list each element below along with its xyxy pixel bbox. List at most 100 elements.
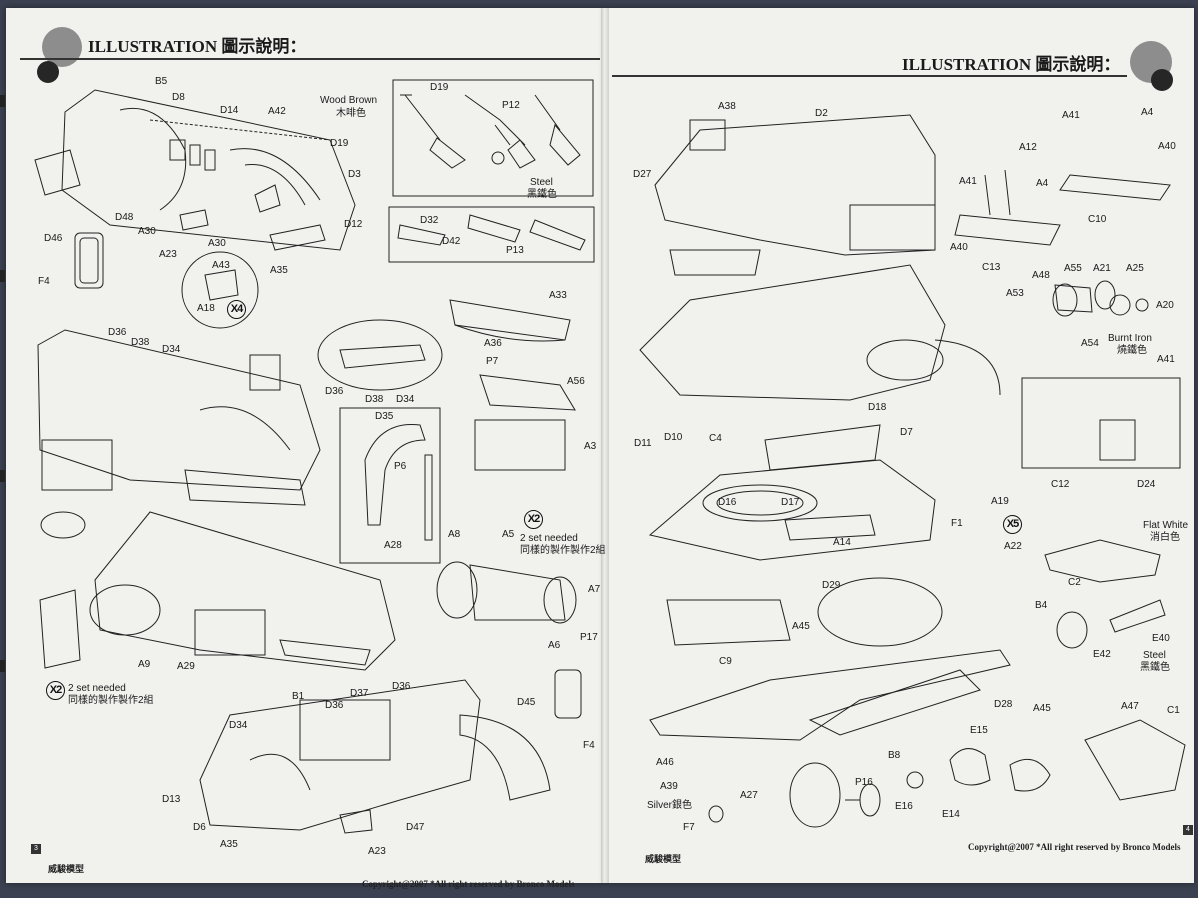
multiplier-badge: X2 bbox=[46, 681, 65, 700]
part-label: A53 bbox=[1006, 288, 1024, 299]
part-label: D34 bbox=[229, 720, 248, 731]
multiplier-badge: X5 bbox=[1003, 515, 1022, 534]
part-label: A42 bbox=[268, 106, 286, 117]
part-label: F7 bbox=[683, 822, 695, 833]
part-label: D3 bbox=[348, 169, 361, 180]
part-label: D29 bbox=[822, 580, 841, 591]
part-label: A36 bbox=[484, 338, 502, 349]
part-label: A30 bbox=[138, 226, 156, 237]
color-note: Burnt Iron bbox=[1108, 333, 1152, 344]
left-page-number: 3 bbox=[31, 844, 41, 854]
part-label: A12 bbox=[1019, 142, 1037, 153]
assembly-note: 同樣的製作製作2組 bbox=[520, 545, 606, 556]
header-circle-icon bbox=[42, 27, 82, 67]
part-label: D38 bbox=[131, 337, 150, 348]
part-label: P16 bbox=[855, 777, 873, 788]
part-label: D36 bbox=[325, 386, 344, 397]
part-label: A20 bbox=[1156, 300, 1174, 311]
part-label: D12 bbox=[344, 219, 363, 230]
part-label: A22 bbox=[1004, 541, 1022, 552]
part-label: C4 bbox=[709, 433, 722, 444]
part-label: A33 bbox=[549, 290, 567, 301]
part-label: D24 bbox=[1137, 479, 1156, 490]
assembly-note: 2 set needed bbox=[68, 683, 126, 694]
part-label: D13 bbox=[162, 794, 181, 805]
part-label: A39 bbox=[660, 781, 678, 792]
part-label: D27 bbox=[633, 169, 652, 180]
part-label: C13 bbox=[982, 262, 1001, 273]
part-label: D37 bbox=[350, 688, 369, 699]
part-label: B1 bbox=[292, 691, 305, 702]
part-label: A41 bbox=[1157, 354, 1175, 365]
part-label: C2 bbox=[1068, 577, 1081, 588]
part-label: D36 bbox=[325, 700, 344, 711]
part-label: A3 bbox=[584, 441, 597, 452]
part-label: A43 bbox=[212, 260, 230, 271]
part-label: P6 bbox=[394, 461, 407, 472]
part-label: A4 bbox=[1036, 178, 1049, 189]
assembly-note: 同樣的製作製作2組 bbox=[68, 695, 154, 706]
part-label: A45 bbox=[1033, 703, 1051, 714]
part-label: A56 bbox=[567, 376, 585, 387]
part-label: E14 bbox=[942, 809, 960, 820]
right-copyright: Copyright@2007 *All right reserved by Br… bbox=[968, 842, 1181, 852]
part-label: D11 bbox=[634, 438, 652, 449]
part-label: D8 bbox=[172, 92, 185, 103]
color-note: Silver銀色 bbox=[647, 800, 693, 811]
part-label: E15 bbox=[970, 725, 988, 736]
part-label: A41 bbox=[1062, 110, 1080, 121]
part-label: F4 bbox=[38, 276, 50, 287]
part-label: E16 bbox=[895, 801, 913, 812]
part-label: E42 bbox=[1093, 649, 1111, 660]
part-label: A28 bbox=[384, 540, 402, 551]
part-label: A27 bbox=[740, 790, 758, 801]
part-label: A41 bbox=[959, 176, 977, 187]
instruction-page-right bbox=[605, 8, 1194, 883]
right-page-number: 4 bbox=[1183, 825, 1193, 835]
part-label: D34 bbox=[162, 344, 181, 355]
part-label: A19 bbox=[991, 496, 1009, 507]
part-label: C10 bbox=[1088, 214, 1107, 225]
part-label: A4 bbox=[1141, 107, 1154, 118]
part-label: A7 bbox=[588, 584, 601, 595]
part-label: F4 bbox=[583, 740, 595, 751]
part-label: A35 bbox=[270, 265, 288, 276]
part-label: D36 bbox=[108, 327, 127, 338]
part-label: E40 bbox=[1152, 633, 1170, 644]
color-note: Flat White bbox=[1143, 520, 1189, 531]
part-label: A55 bbox=[1064, 263, 1082, 274]
part-label: A47 bbox=[1121, 701, 1139, 712]
color-note: 消白色 bbox=[1150, 532, 1180, 543]
part-label: A8 bbox=[448, 529, 461, 540]
part-label: P13 bbox=[506, 245, 524, 256]
part-label: A38 bbox=[718, 101, 736, 112]
part-label: D34 bbox=[396, 394, 415, 405]
part-label: B4 bbox=[1035, 600, 1048, 611]
part-label: B5 bbox=[155, 76, 168, 87]
part-label: A40 bbox=[950, 242, 968, 253]
color-note: 燒鐵色 bbox=[1117, 345, 1147, 356]
part-label: D38 bbox=[365, 394, 384, 405]
part-label: D47 bbox=[406, 822, 425, 833]
part-label: F1 bbox=[951, 518, 963, 529]
part-label: C1 bbox=[1167, 705, 1180, 716]
multiplier-badge: X2 bbox=[524, 510, 543, 529]
part-label: D19 bbox=[330, 138, 349, 149]
part-label: D18 bbox=[868, 402, 887, 413]
part-label: D7 bbox=[900, 427, 913, 438]
part-label: D14 bbox=[220, 105, 239, 116]
part-label: D36 bbox=[392, 681, 411, 692]
right-footer-brand: 威駿模型 bbox=[645, 854, 682, 864]
part-label: D48 bbox=[115, 212, 134, 223]
color-note: Steel bbox=[530, 177, 553, 188]
part-label: D46 bbox=[44, 233, 63, 244]
part-label: D2 bbox=[815, 108, 828, 119]
part-label: D28 bbox=[994, 699, 1013, 710]
color-note: Wood Brown bbox=[320, 95, 378, 106]
part-label: A6 bbox=[548, 640, 561, 651]
part-label: A9 bbox=[138, 659, 151, 670]
header-rule bbox=[612, 75, 1127, 77]
part-label: D10 bbox=[664, 432, 683, 443]
part-label: A30 bbox=[208, 238, 226, 249]
part-label: A46 bbox=[656, 757, 674, 768]
